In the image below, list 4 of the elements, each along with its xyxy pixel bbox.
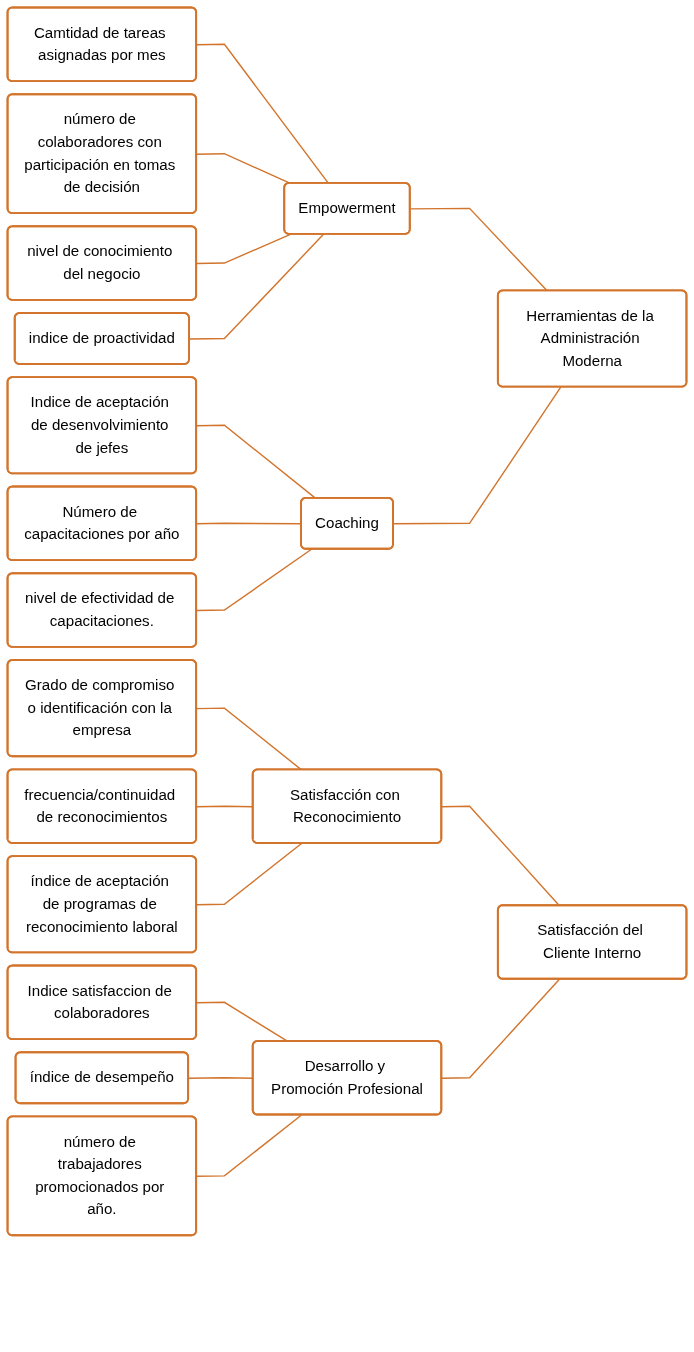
connector <box>188 233 325 340</box>
connector <box>441 978 561 1079</box>
connector <box>409 207 549 292</box>
connector <box>441 805 561 907</box>
